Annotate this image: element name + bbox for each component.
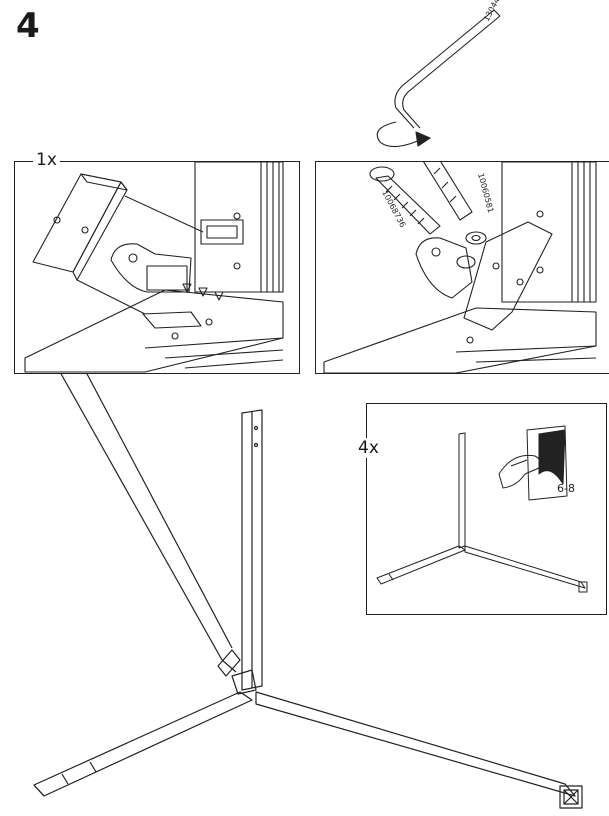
right-foot — [255, 691, 576, 797]
detail-panel-bracket — [14, 161, 300, 374]
page-turn-icon — [526, 425, 568, 501]
mini-upright — [458, 432, 466, 549]
mini-left-foot — [376, 545, 466, 585]
joint-bracket — [217, 649, 241, 677]
part-number-bolt: 10068736 — [380, 189, 407, 229]
callout-line — [85, 371, 233, 649]
bolt — [375, 175, 441, 235]
hinge-part — [415, 237, 473, 299]
mini-right-foot — [464, 545, 586, 589]
left-foot — [33, 691, 253, 797]
step-number: 4 — [16, 6, 40, 46]
upright-plate — [501, 162, 597, 303]
repeat-detail-drawing: 6-8 — [376, 425, 588, 593]
bolts-detail-drawing: 10068736 10060581 — [323, 162, 597, 373]
hinge-part — [110, 243, 192, 293]
bolt-head — [369, 166, 395, 182]
base-plate — [323, 307, 597, 373]
washer — [465, 231, 487, 245]
hand-icon — [498, 454, 541, 489]
base-plate — [24, 289, 284, 373]
upright-plate — [194, 162, 284, 293]
foot-end-cap — [559, 785, 583, 809]
detail-panel-bolts: 10068736 10060581 — [315, 161, 609, 374]
page-range-reference: 6-8 — [557, 482, 575, 495]
bracket-piece — [32, 173, 122, 273]
bracket-detail-drawing — [24, 162, 284, 373]
part-number-washer: 10060581 — [476, 172, 495, 214]
detail-panel-repeat: 6-8 — [366, 403, 607, 615]
bracket-piece — [463, 221, 553, 331]
bolt — [423, 162, 473, 221]
callout-line — [59, 371, 223, 661]
quantity-label: 4x — [355, 438, 382, 458]
quantity-label: 1x — [33, 150, 60, 170]
upright-post — [241, 409, 263, 691]
